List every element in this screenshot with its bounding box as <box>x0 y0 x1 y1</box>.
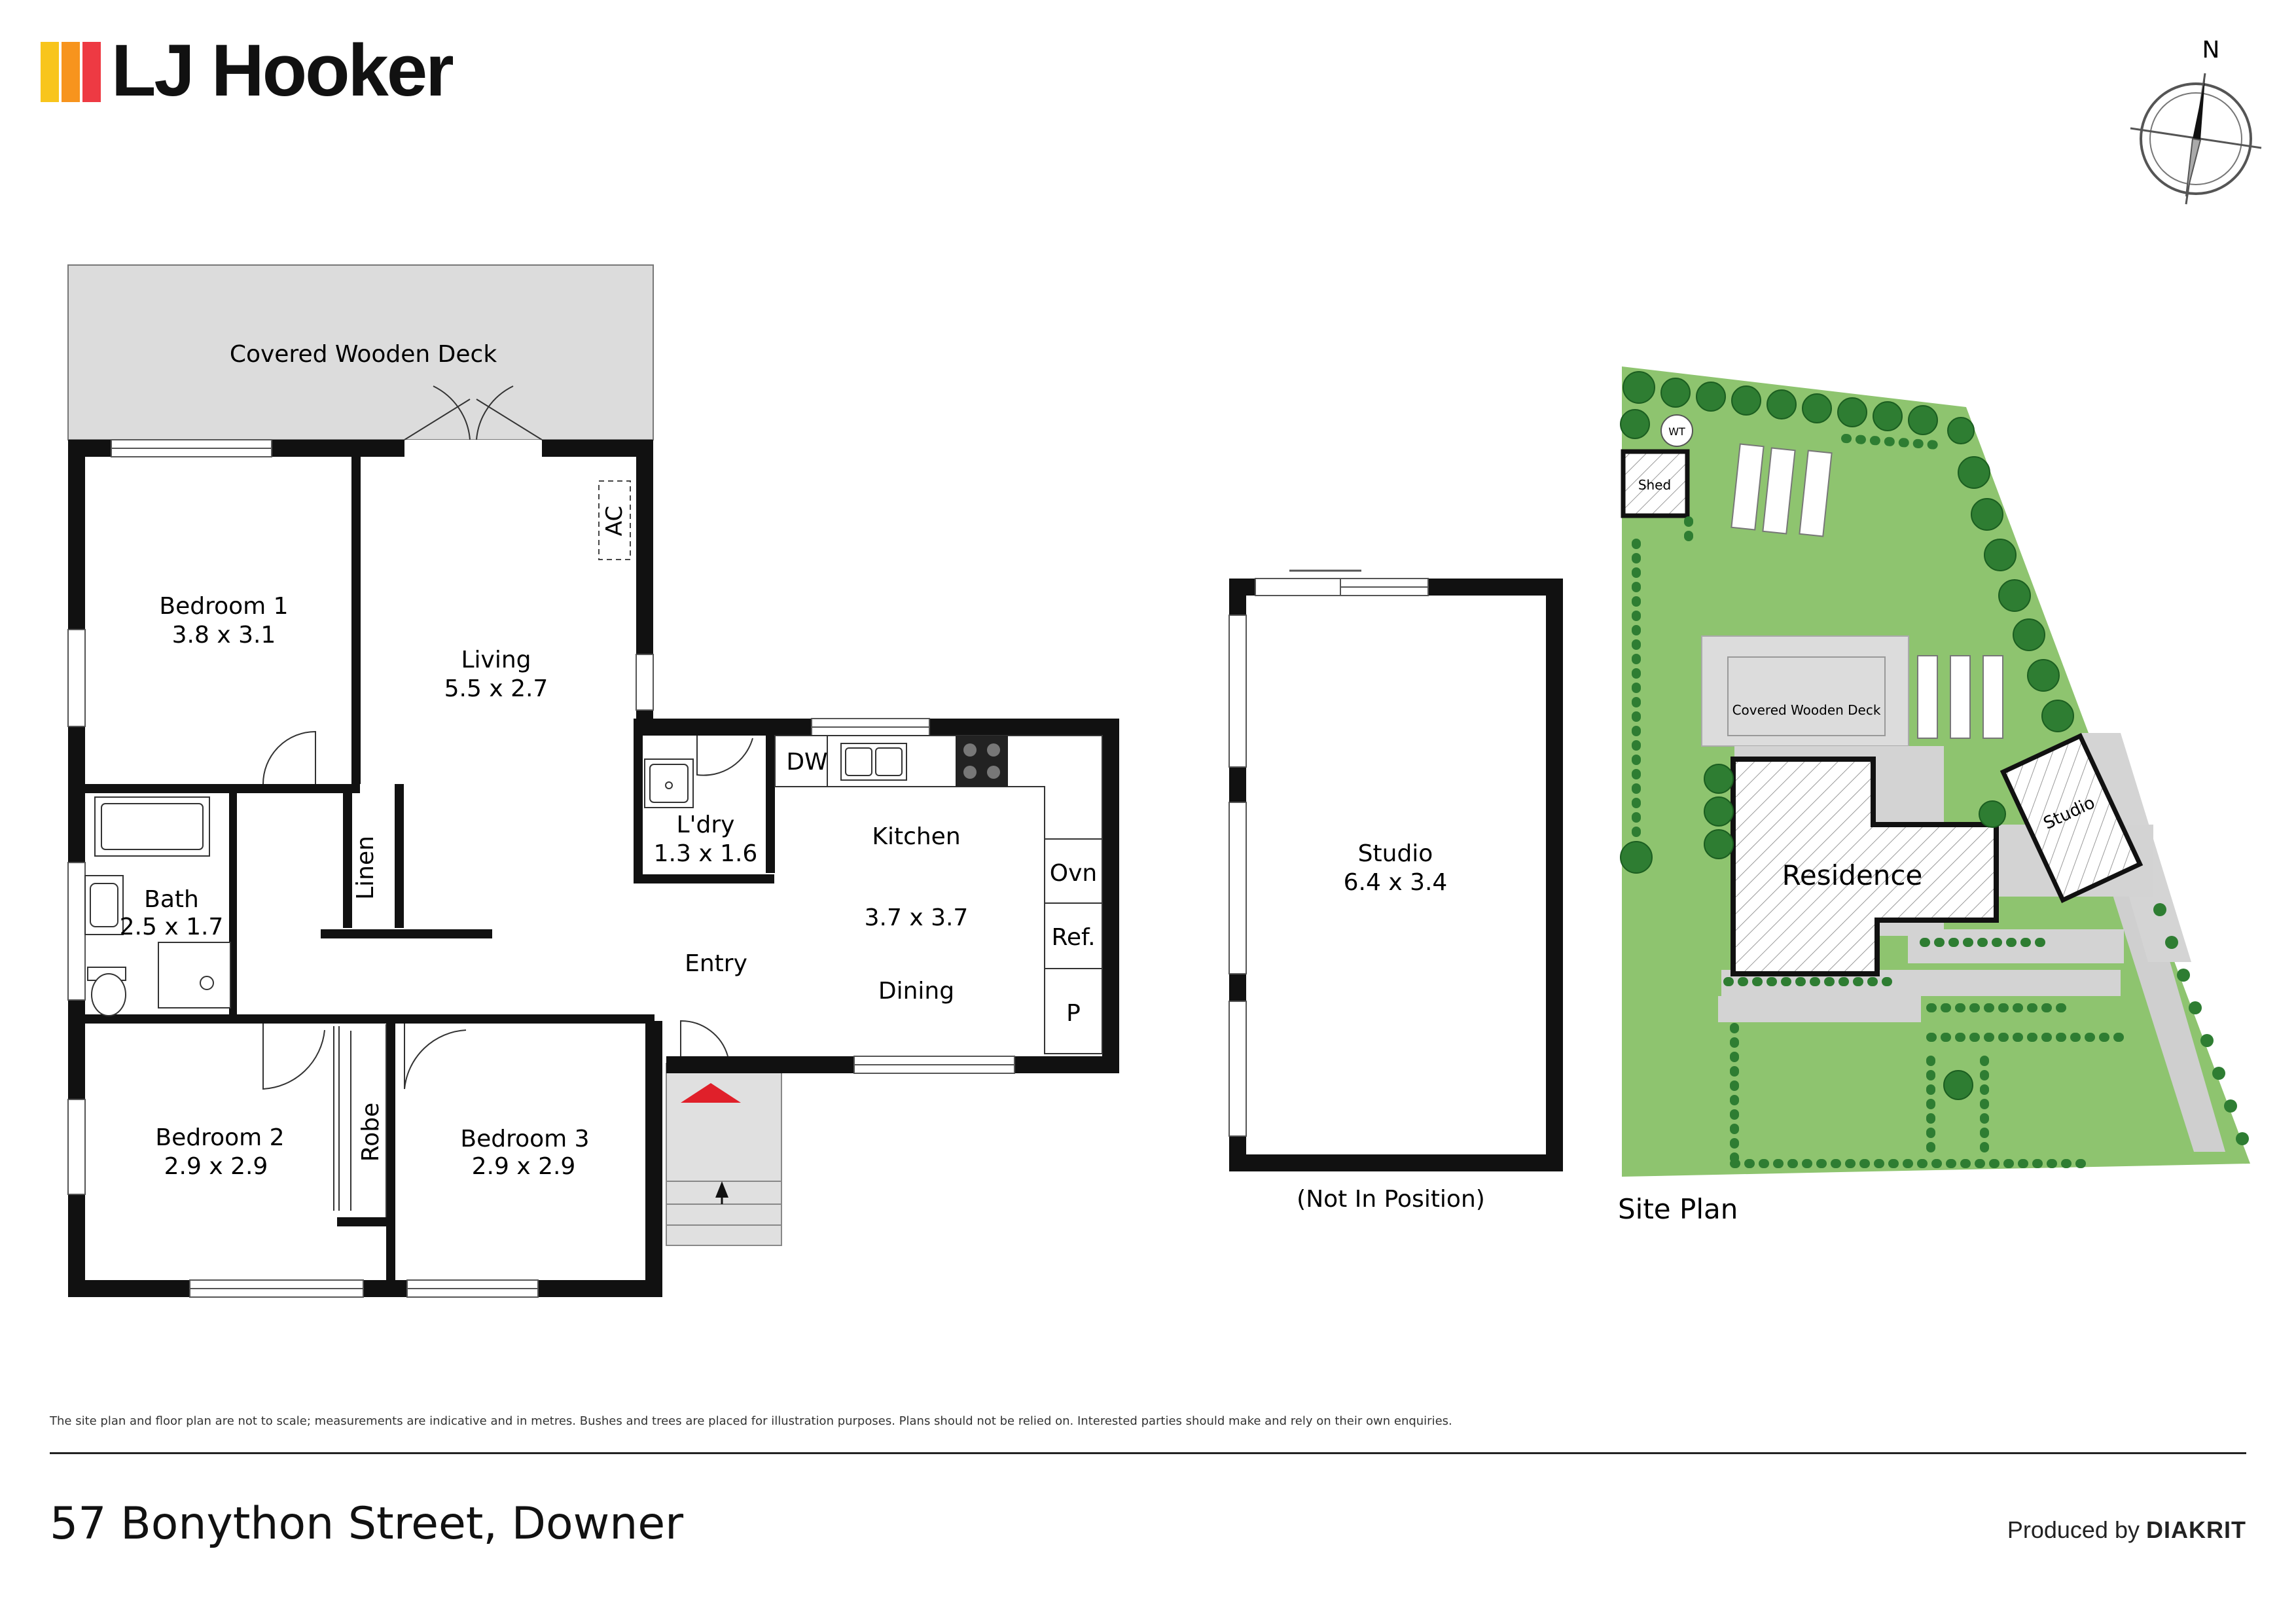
bath-vanity <box>84 875 124 935</box>
kitchen-sink <box>840 743 907 781</box>
room-laundry-name: L'dry <box>677 812 735 838</box>
produced-by-brand: DIAKRIT <box>2146 1516 2246 1543</box>
covered-deck-area <box>67 264 654 440</box>
floor-plan: Covered Wooden Deck <box>67 264 1119 1298</box>
bathtub <box>94 796 210 857</box>
site-residence <box>1731 757 1999 976</box>
studio-position-note: (Not In Position) <box>1297 1186 1485 1213</box>
site-shed <box>1621 449 1690 518</box>
room-laundry-dims: 1.3 x 1.6 <box>654 840 758 867</box>
linen-label: Linen <box>352 836 379 900</box>
property-address: 57 Bonython Street, Downer <box>50 1498 684 1550</box>
room-kitchen-name: Kitchen <box>872 823 960 850</box>
cooktop <box>956 736 1008 787</box>
room-living-name: Living <box>461 647 531 673</box>
robe-label: Robe <box>357 1103 384 1162</box>
toilet <box>87 967 126 1016</box>
room-bath-dims: 2.5 x 1.7 <box>120 914 224 940</box>
site-plan-title: Site Plan <box>1618 1193 1738 1225</box>
dishwasher-label: DW <box>786 749 827 776</box>
kitchen-bench <box>774 735 1103 1054</box>
shower <box>158 942 231 1008</box>
produced-by: Produced by DIAKRIT <box>2007 1516 2246 1544</box>
room-bedroom1-dims: 3.8 x 3.1 <box>172 622 276 649</box>
compass-north-label: N <box>2202 37 2220 63</box>
room-bedroom2-dims: 2.9 x 2.9 <box>164 1153 268 1180</box>
room-bedroom2-name: Bedroom 2 <box>155 1124 284 1151</box>
room-kitchen-dims: 3.7 x 3.7 <box>865 904 969 931</box>
entry-label: Entry <box>685 950 747 977</box>
laundry-tub <box>644 758 694 808</box>
pantry-label: P <box>1066 1000 1081 1027</box>
water-tank <box>1660 414 1693 447</box>
produced-by-prefix: Produced by <box>2007 1516 2140 1543</box>
dining-label: Dining <box>878 978 954 1005</box>
ac-label: AC <box>601 506 628 536</box>
oven-label: Ovn <box>1050 860 1097 887</box>
studio-plan: Studio 6.4 x 3.4 (Not In Position) <box>1229 569 1563 1213</box>
driveway <box>2110 887 2225 1152</box>
room-bedroom3-dims: 2.9 x 2.9 <box>472 1153 576 1180</box>
site-shed-label: Shed <box>1638 477 1671 493</box>
entry-stairs <box>666 1063 782 1246</box>
compass: N <box>2130 37 2262 205</box>
logo-stripe-red <box>82 42 101 102</box>
site-studio <box>2000 732 2144 904</box>
covered-deck-label: Covered Wooden Deck <box>230 341 497 368</box>
site-deck <box>1701 635 1909 747</box>
studio-dims: 6.4 x 3.4 <box>1344 869 1448 896</box>
room-living-dims: 5.5 x 2.7 <box>444 675 548 702</box>
footer-divider <box>50 1452 2246 1454</box>
room-bath-name: Bath <box>144 886 199 913</box>
disclaimer-text: The site plan and floor plan are not to … <box>50 1414 1452 1428</box>
room-bedroom3-name: Bedroom 3 <box>460 1126 589 1152</box>
logo-stripe-orange <box>62 42 80 102</box>
site-plan: Covered Wooden Deck Residence Studio She… <box>1618 366 2250 1225</box>
fridge-label: Ref. <box>1051 924 1095 951</box>
site-residence-label: Residence <box>1782 859 1923 891</box>
logo-stripe-yellow <box>41 42 59 102</box>
site-deck-label: Covered Wooden Deck <box>1732 702 1881 718</box>
entry-marker-icon <box>681 1083 741 1103</box>
brand-name: LJ Hooker <box>111 29 454 111</box>
studio-name: Studio <box>1358 840 1433 867</box>
water-tank-label: WT <box>1668 425 1685 438</box>
room-bedroom1-name: Bedroom 1 <box>159 593 288 620</box>
